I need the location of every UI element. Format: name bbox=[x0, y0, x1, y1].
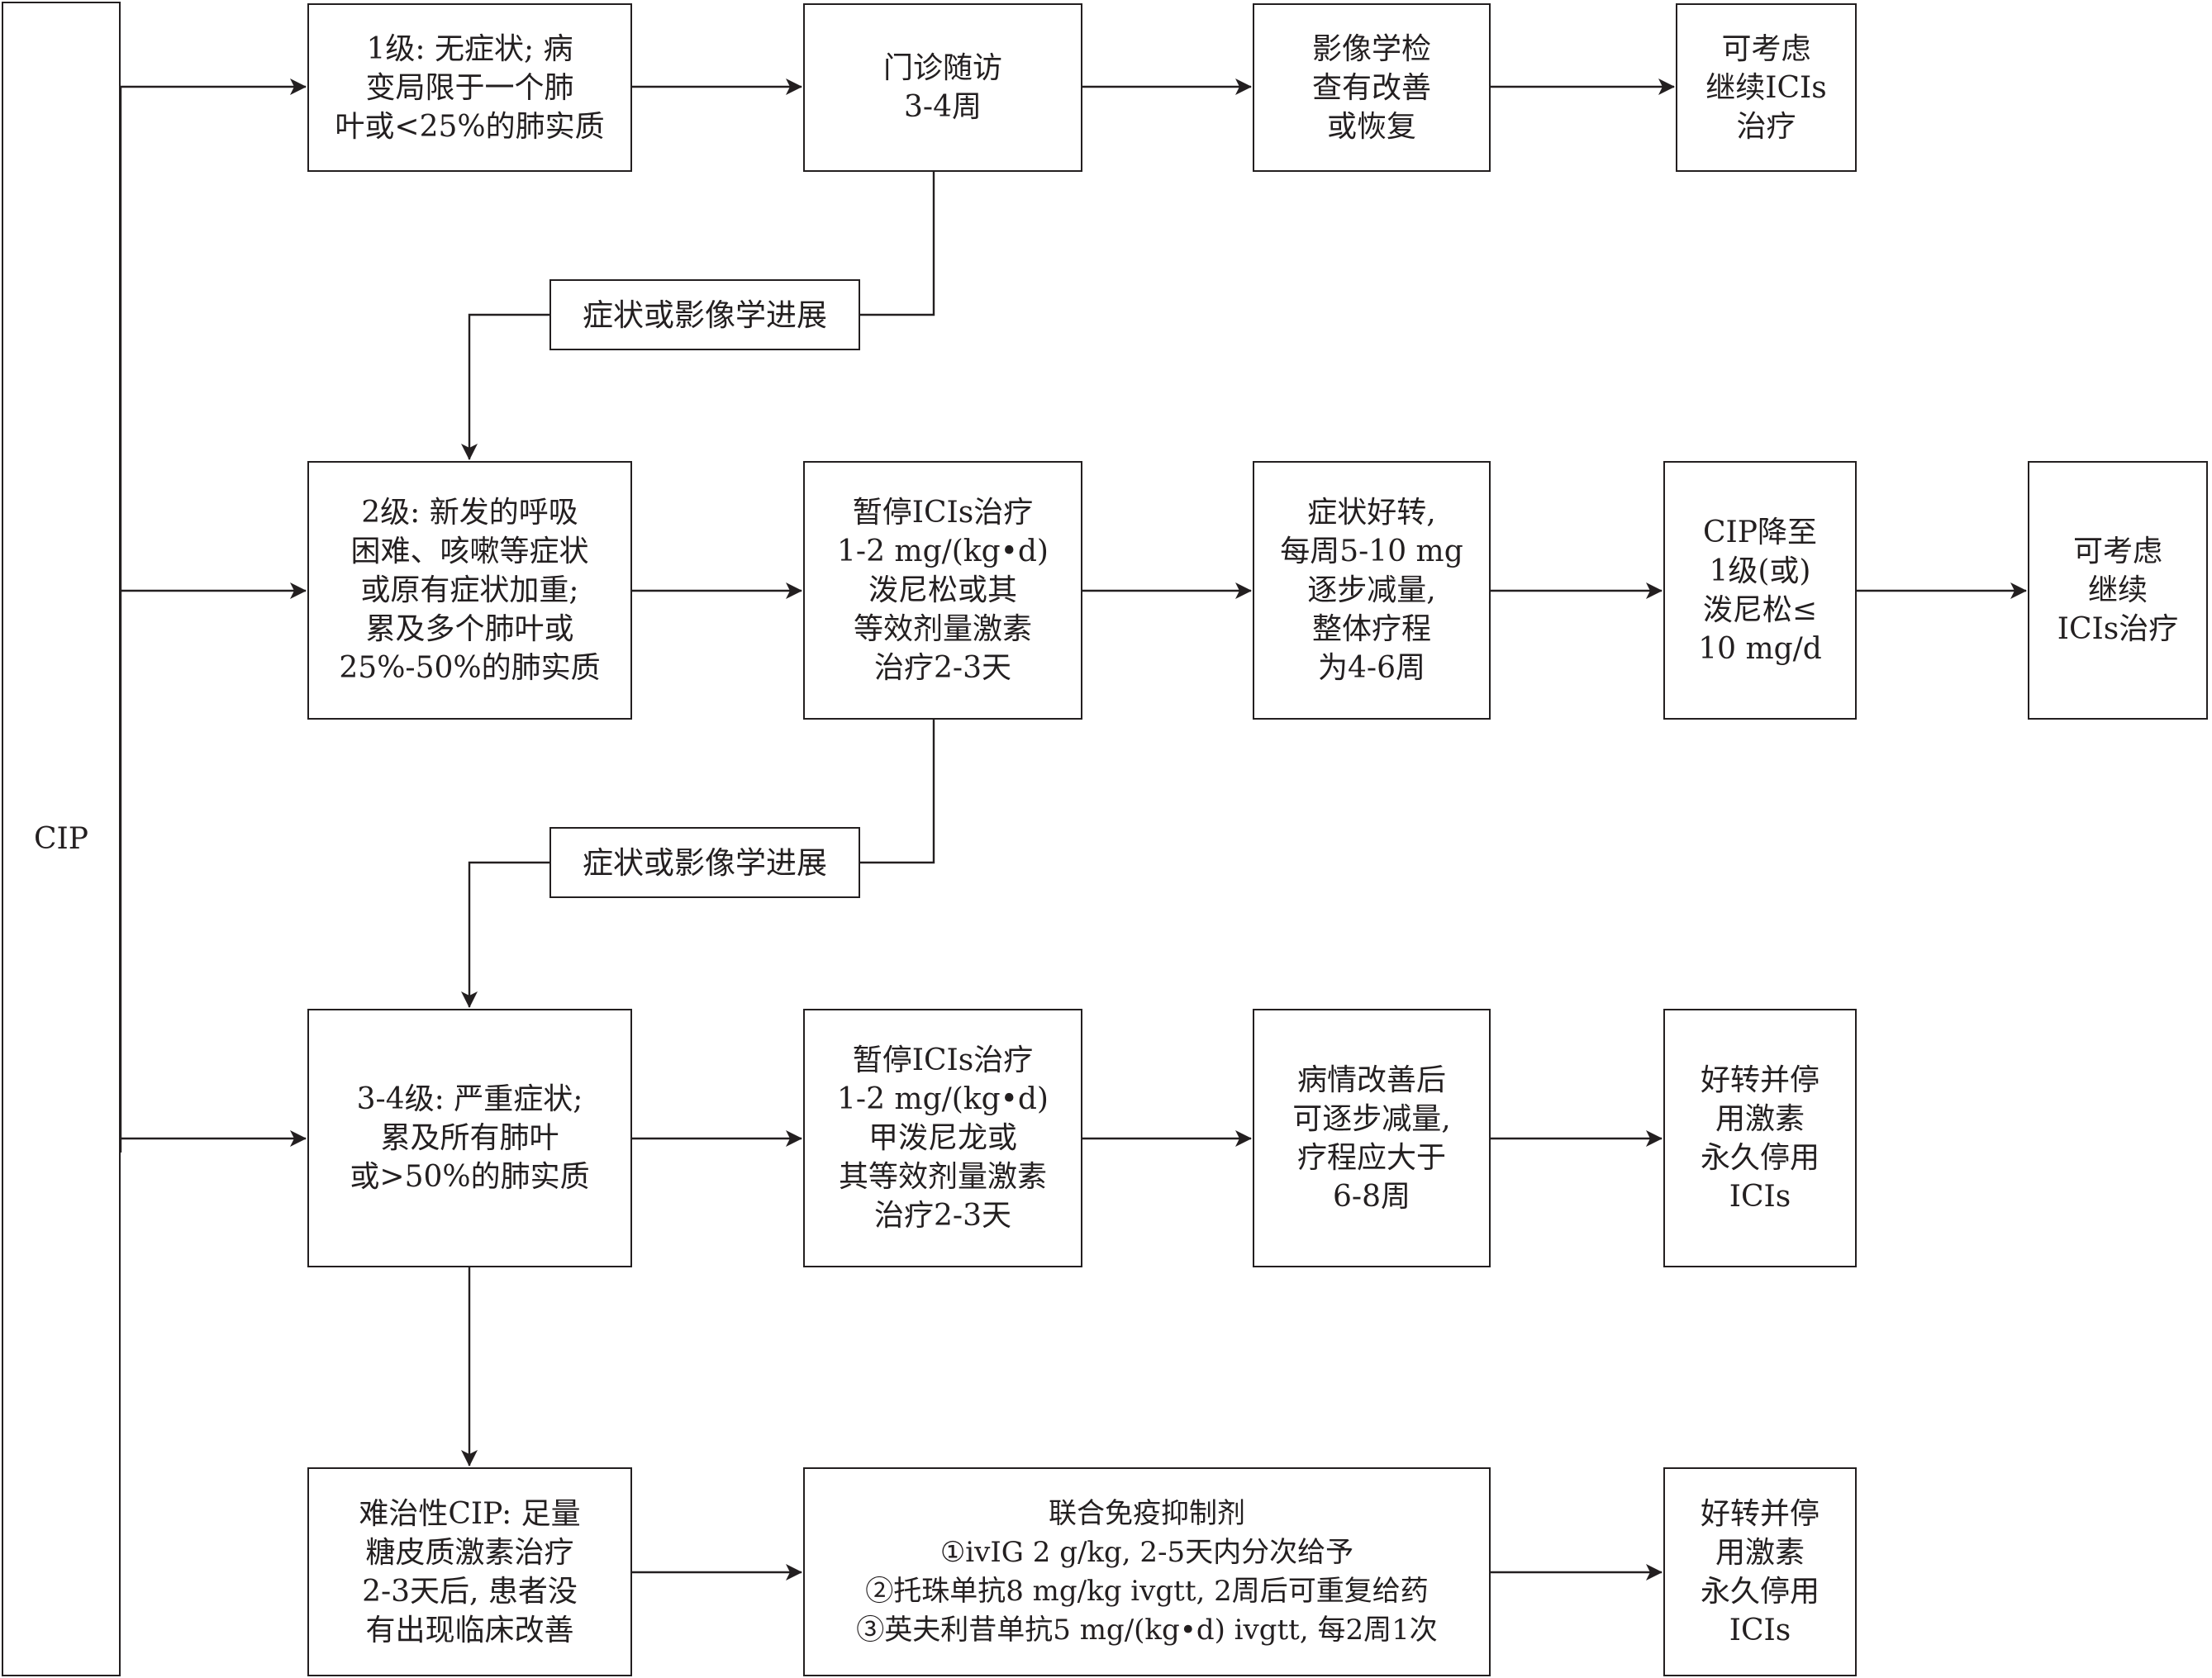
grade34-outcome-text: 好转并停 用激素 永久停用 ICIs bbox=[1700, 1062, 1820, 1214]
grade34-treatment-box: 暂停ICIs治疗 1-2 mg/(kg•d) 甲泼尼龙或 其等效剂量激素 治疗2… bbox=[803, 1009, 1082, 1267]
grade1-follow-up-text: 门诊随访 3-4周 bbox=[882, 51, 1002, 124]
grade1-follow-up-box: 门诊随访 3-4周 bbox=[803, 3, 1082, 172]
arrow-progress-1 bbox=[461, 313, 549, 460]
grade34-treatment-text: 暂停ICIs治疗 1-2 mg/(kg•d) 甲泼尼龙或 其等效剂量激素 治疗2… bbox=[837, 1043, 1049, 1233]
grade1-condition-box: 1级: 无症状; 病 变局限于一个肺 叶或<25%的肺实质 bbox=[307, 3, 632, 172]
refractory-outcome-box: 好转并停 用激素 永久停用 ICIs bbox=[1663, 1467, 1857, 1676]
grade34-outcome-box: 好转并停 用激素 永久停用 ICIs bbox=[1663, 1009, 1857, 1267]
grade2-condition-text: 2级: 新发的呼吸 困难、咳嗽等症状 或原有症状加重; 累及多个肺叶或 25%-… bbox=[339, 496, 601, 685]
grade34-taper-text: 病情改善后 可逐步减量, 疗程应大于 6-8周 bbox=[1292, 1062, 1451, 1214]
grade2-treatment-text: 暂停ICIs治疗 1-2 mg/(kg•d) 泼尼松或其 等效剂量激素 治疗2-… bbox=[837, 496, 1049, 685]
line-progress-1 bbox=[860, 172, 935, 316]
progress-label-2-text: 症状或影像学进展 bbox=[583, 844, 827, 881]
cip-root-label: CIP bbox=[34, 822, 88, 856]
grade34-condition-box: 3-4级: 严重症状; 累及所有肺叶 或>50%的肺实质 bbox=[307, 1009, 632, 1267]
refractory-condition-box: 难治性CIP: 足量 糖皮质激素治疗 2-3天后, 患者没 有出现临床改善 bbox=[307, 1467, 632, 1676]
grade1-imaging-box: 影像学检 查有改善 或恢复 bbox=[1253, 3, 1491, 172]
grade34-taper-box: 病情改善后 可逐步减量, 疗程应大于 6-8周 bbox=[1253, 1009, 1491, 1267]
grade2-outcome-box: 可考虑 继续 ICIs治疗 bbox=[2028, 461, 2208, 720]
refractory-treatment-text: 联合免疫抑制剂 ①ivIG 2 g/kg, 2-5天内分次给予 ②托珠单抗8 m… bbox=[856, 1496, 1438, 1647]
grade34-condition-text: 3-4级: 严重症状; 累及所有肺叶 或>50%的肺实质 bbox=[350, 1082, 590, 1194]
grade2-condition-box: 2级: 新发的呼吸 困难、咳嗽等症状 或原有症状加重; 累及多个肺叶或 25%-… bbox=[307, 461, 632, 720]
grade2-outcome-text: 可考虑 继续 ICIs治疗 bbox=[2057, 535, 2179, 646]
grade2-step-down-text: CIP降至 1级(或) 泼尼松≤ 10 mg/d bbox=[1698, 515, 1822, 666]
progress-label-2: 症状或影像学进展 bbox=[549, 827, 860, 898]
progress-label-1-text: 症状或影像学进展 bbox=[583, 297, 827, 333]
grade1-imaging-text: 影像学检 查有改善 或恢复 bbox=[1311, 31, 1431, 144]
arrow-progress-2 bbox=[461, 861, 549, 1008]
grade2-treatment-box: 暂停ICIs治疗 1-2 mg/(kg•d) 泼尼松或其 等效剂量激素 治疗2-… bbox=[803, 461, 1082, 720]
refractory-condition-text: 难治性CIP: 足量 糖皮质激素治疗 2-3天后, 患者没 有出现临床改善 bbox=[359, 1496, 581, 1647]
progress-label-1: 症状或影像学进展 bbox=[549, 279, 860, 350]
cip-root-box: CIP bbox=[2, 2, 121, 1676]
grade2-taper-text: 症状好转, 每周5-10 mg 逐步减量, 整体疗程 为4-6周 bbox=[1280, 496, 1463, 685]
line-progress-2 bbox=[860, 720, 935, 864]
refractory-outcome-text: 好转并停 用激素 永久停用 ICIs bbox=[1700, 1496, 1820, 1647]
grade1-condition-text: 1级: 无症状; 病 变局限于一个肺 叶或<25%的肺实质 bbox=[335, 31, 605, 144]
grade1-outcome-text: 可考虑 继续ICIs 治疗 bbox=[1705, 31, 1827, 144]
refractory-treatment-box: 联合免疫抑制剂 ①ivIG 2 g/kg, 2-5天内分次给予 ②托珠单抗8 m… bbox=[803, 1467, 1491, 1676]
grade2-taper-box: 症状好转, 每周5-10 mg 逐步减量, 整体疗程 为4-6周 bbox=[1253, 461, 1491, 720]
grade2-step-down-box: CIP降至 1级(或) 泼尼松≤ 10 mg/d bbox=[1663, 461, 1857, 720]
grade1-outcome-box: 可考虑 继续ICIs 治疗 bbox=[1676, 3, 1857, 172]
